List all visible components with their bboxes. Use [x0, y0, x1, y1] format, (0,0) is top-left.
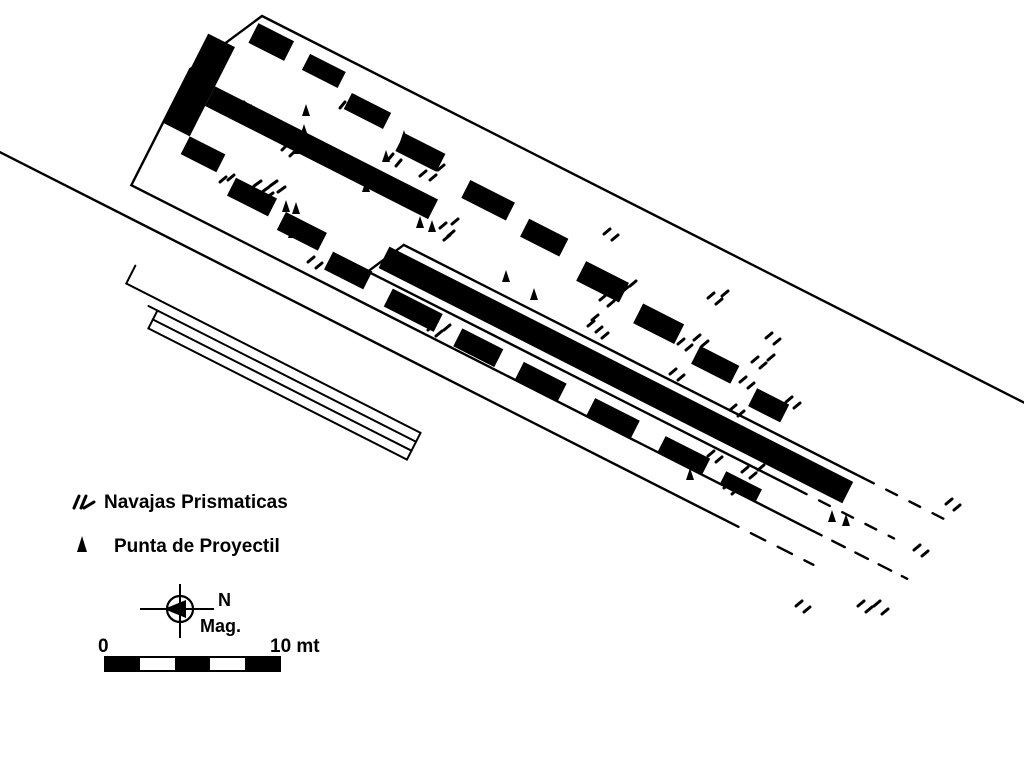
enclosure-top-wall-dashed: [1018, 399, 1024, 438]
room-block-9: [748, 388, 790, 423]
road-line-inner: [0, 129, 726, 521]
projectile-point-finds: [244, 104, 850, 526]
enclosure-bottom-dashed: [807, 527, 909, 580]
room-block-3: [395, 133, 446, 172]
corridor-line-lower: [339, 256, 798, 490]
corridor-line-upper-dashed: [861, 476, 945, 520]
room-block-13: [324, 251, 373, 290]
long-wall-central: [378, 246, 854, 504]
north-label: N: [218, 590, 231, 610]
room-block-10: [180, 136, 226, 173]
room-block-7: [633, 303, 685, 344]
scale-bar: 0 10 mt: [98, 636, 320, 672]
north-wall-block: [248, 23, 295, 61]
room-block-4: [461, 180, 515, 221]
legend: Navajas Prismaticas Punta de Proyectil: [72, 492, 288, 557]
north-arrow: N Mag.: [140, 584, 241, 638]
scale-end-label: 10 mt: [270, 636, 320, 657]
room-block-19: [719, 471, 762, 502]
west-end-block: [162, 33, 235, 137]
enclosure-top-wall: [260, 14, 1022, 402]
long-wall-west: [205, 86, 439, 220]
road-line-inner-dashed: [722, 518, 815, 567]
room-block-14: [383, 288, 443, 332]
corridor-line-upper: [402, 243, 865, 480]
corridor-line-lower-dashed: [794, 487, 896, 540]
room-block-2: [343, 93, 392, 129]
room-block-8: [691, 345, 740, 384]
room-block-11: [226, 177, 278, 217]
room-block-12: [276, 212, 327, 251]
room-block-6: [576, 261, 629, 303]
room-block-18: [657, 436, 711, 475]
stair-platform: [125, 264, 422, 461]
legend-label-points: Punta de Proyectil: [114, 536, 280, 557]
room-block-15: [453, 328, 504, 368]
projectile-point-icon: [77, 536, 87, 552]
room-block-16: [514, 361, 567, 402]
wall-masses: [162, 23, 854, 504]
legend-label-blades: Navajas Prismaticas: [104, 492, 288, 513]
prismatic-blade-icon: [72, 494, 96, 510]
room-block-1: [301, 53, 346, 88]
room-block-5: [520, 218, 569, 257]
room-block-17: [586, 398, 640, 439]
building-plan: [0, 14, 1024, 580]
north-sublabel: Mag.: [200, 616, 241, 636]
scale-start-label: 0: [98, 636, 109, 657]
